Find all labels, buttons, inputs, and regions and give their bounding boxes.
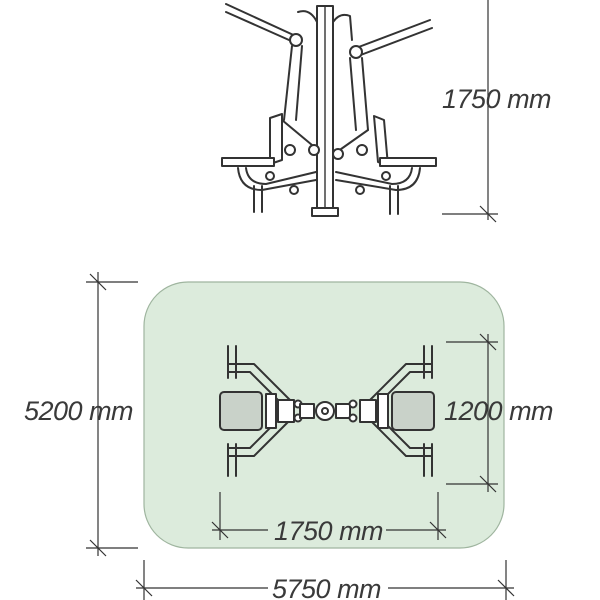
right-station-plan (359, 345, 435, 477)
central-hub-plan (299, 399, 358, 423)
depth-dimension-label: 5200 mm (24, 396, 133, 426)
left-seat-pad (219, 391, 263, 431)
post-top-bend (297, 10, 318, 23)
left-exercise-station (221, 3, 320, 213)
right-seat (379, 157, 437, 167)
overall-width-dimension (135, 560, 515, 600)
inner-width-dimension (211, 492, 447, 540)
depth-dimension (86, 272, 138, 557)
base-plate (311, 207, 339, 217)
left-backrest (269, 113, 283, 165)
left-station-plan (219, 345, 303, 477)
plan-view: 5200 mm 1200 mm 1750 mm (24, 272, 554, 600)
overall-width-dimension-label: 5750 mm (272, 574, 381, 600)
left-seat (221, 157, 275, 167)
front-elevation: 1750 mm (221, 0, 552, 223)
height-dimension (442, 0, 498, 223)
seat-span-dimension-label: 1200 mm (444, 396, 553, 426)
right-push-handle (355, 19, 431, 49)
left-push-handle (225, 3, 301, 39)
inner-width-dimension-label: 1750 mm (274, 516, 383, 546)
right-exercise-station (332, 19, 437, 215)
height-dimension-label: 1750 mm (442, 84, 551, 114)
right-seat-pad (391, 391, 435, 431)
seat-span-dimension (446, 333, 498, 493)
